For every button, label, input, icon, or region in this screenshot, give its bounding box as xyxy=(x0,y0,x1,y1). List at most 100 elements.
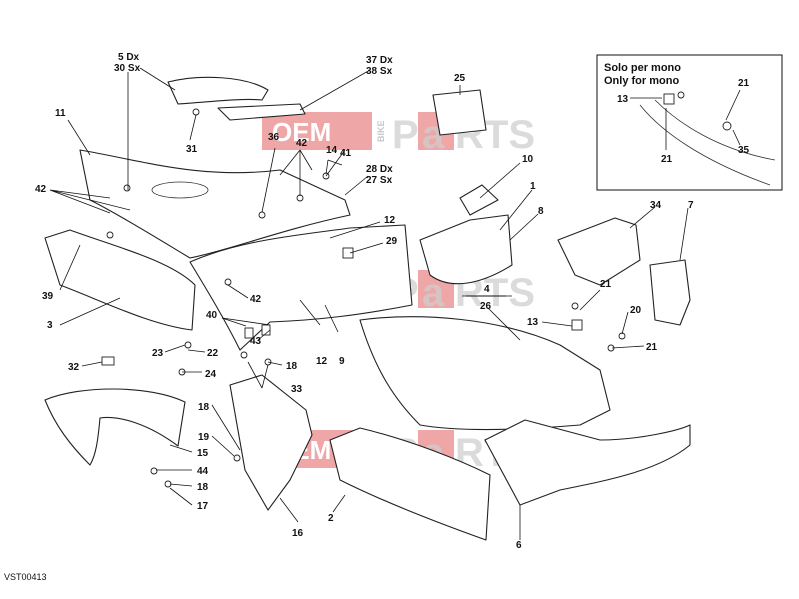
screw xyxy=(224,278,232,286)
callout-15: 15 xyxy=(197,448,209,459)
callout-32: 32 xyxy=(68,362,80,373)
belly-pan xyxy=(484,419,691,506)
inset-seat-cowl-outline xyxy=(639,99,776,186)
watermark-word-a: a xyxy=(422,271,445,315)
callout-21-b: 21 xyxy=(646,342,658,353)
inner-fairing-panel xyxy=(419,214,513,285)
callout-23: 23 xyxy=(152,348,164,359)
decal-panel xyxy=(432,89,487,136)
lower-fairing xyxy=(329,427,491,541)
callout-inset-13: 13 xyxy=(617,94,629,105)
tail-shell xyxy=(79,149,351,259)
inset-rivet-13 xyxy=(677,91,685,99)
inset-title-it: Solo per mono xyxy=(604,62,681,74)
grommet xyxy=(244,327,254,339)
undertray xyxy=(189,224,413,351)
seat-cover xyxy=(167,76,269,105)
fairing-mount xyxy=(649,259,691,326)
callout-36: 36 xyxy=(268,132,280,143)
callout-labels: 5 Dx 30 Sx 37 Dx 38 Sx 25 11 31 36 42 14… xyxy=(35,52,750,551)
inset-grommet-21 xyxy=(663,93,675,105)
callout-8: 8 xyxy=(538,206,544,217)
callout-33: 33 xyxy=(291,384,303,395)
callout-18-a: 18 xyxy=(286,361,298,372)
callout-1: 1 xyxy=(530,181,536,192)
callout-19: 19 xyxy=(198,432,210,443)
callout-9: 9 xyxy=(339,356,345,367)
callout-13-a: 13 xyxy=(527,317,539,328)
callout-39: 39 xyxy=(42,291,54,302)
callout-3: 3 xyxy=(47,320,53,331)
callout-5dx: 5 Dx xyxy=(118,52,140,63)
leader-lines xyxy=(49,67,689,540)
inset-title-en: Only for mono xyxy=(604,75,679,87)
screw xyxy=(123,184,131,192)
screw xyxy=(571,302,579,310)
screw xyxy=(258,211,266,219)
screw xyxy=(150,467,158,475)
inset-screw-35 xyxy=(722,121,732,131)
callout-17: 17 xyxy=(197,501,209,512)
screw xyxy=(233,454,241,462)
callout-inset-21-b: 21 xyxy=(661,154,673,165)
callout-42-b: 42 xyxy=(35,184,47,195)
drawing-code: VST00413 xyxy=(4,572,47,582)
screw xyxy=(192,108,200,116)
callout-44: 44 xyxy=(197,466,209,477)
callout-27sx: 27 Sx xyxy=(366,175,393,186)
callout-inset-35: 35 xyxy=(738,145,750,156)
callout-16: 16 xyxy=(292,528,304,539)
callout-20: 20 xyxy=(630,305,642,316)
callout-41: 41 xyxy=(340,148,352,159)
callout-29: 29 xyxy=(386,236,398,247)
callout-40: 40 xyxy=(206,310,218,321)
grommet xyxy=(342,247,354,259)
callout-10: 10 xyxy=(522,154,534,165)
watermark-side: BIKE xyxy=(376,120,386,142)
callout-18-b: 18 xyxy=(198,402,210,413)
clip xyxy=(101,356,115,366)
front-fender xyxy=(44,388,186,466)
callout-26: 26 xyxy=(480,301,492,312)
screw xyxy=(184,341,192,349)
callout-37dx: 37 Dx xyxy=(366,55,393,66)
main-fairing xyxy=(359,316,611,431)
callout-31: 31 xyxy=(186,144,198,155)
watermark-brand: OEM xyxy=(272,117,331,147)
callout-25: 25 xyxy=(454,73,466,84)
callout-28dx: 28 Dx xyxy=(366,164,393,175)
callout-38sx: 38 Sx xyxy=(366,66,393,77)
inset-mono: Solo per mono Only for mono xyxy=(596,54,783,191)
callout-7: 7 xyxy=(688,200,694,211)
watermark-top: OEM BIKE P a RTS xyxy=(262,112,535,157)
fairing-bracket xyxy=(557,217,641,286)
inner-panel-16 xyxy=(229,374,313,511)
screw xyxy=(106,231,114,239)
callout-18-c: 18 xyxy=(197,482,209,493)
callout-12-b: 12 xyxy=(316,356,328,367)
callout-34: 34 xyxy=(650,200,662,211)
callout-6: 6 xyxy=(516,540,522,551)
callout-14: 14 xyxy=(326,145,338,156)
callout-30sx: 30 Sx xyxy=(114,63,141,74)
callout-4: 4 xyxy=(484,284,490,295)
grommet xyxy=(571,319,583,331)
callout-24: 24 xyxy=(205,369,217,380)
callout-21-a: 21 xyxy=(600,279,612,290)
tail-side-trim xyxy=(217,103,306,121)
fasteners xyxy=(101,108,626,488)
watermark-word-p: P xyxy=(392,113,419,157)
screw xyxy=(240,351,248,359)
callout-2: 2 xyxy=(328,513,334,524)
bracket-small xyxy=(459,184,499,216)
callout-42-c: 42 xyxy=(250,294,262,305)
callout-42-a: 42 xyxy=(296,138,308,149)
callout-inset-21-a: 21 xyxy=(738,78,750,89)
callout-12-a: 12 xyxy=(384,215,396,226)
side-panel-left xyxy=(44,229,196,331)
tail-shell-recess xyxy=(151,181,209,199)
callout-11: 11 xyxy=(55,108,66,119)
callout-22: 22 xyxy=(207,348,219,359)
callout-43: 43 xyxy=(250,336,262,347)
